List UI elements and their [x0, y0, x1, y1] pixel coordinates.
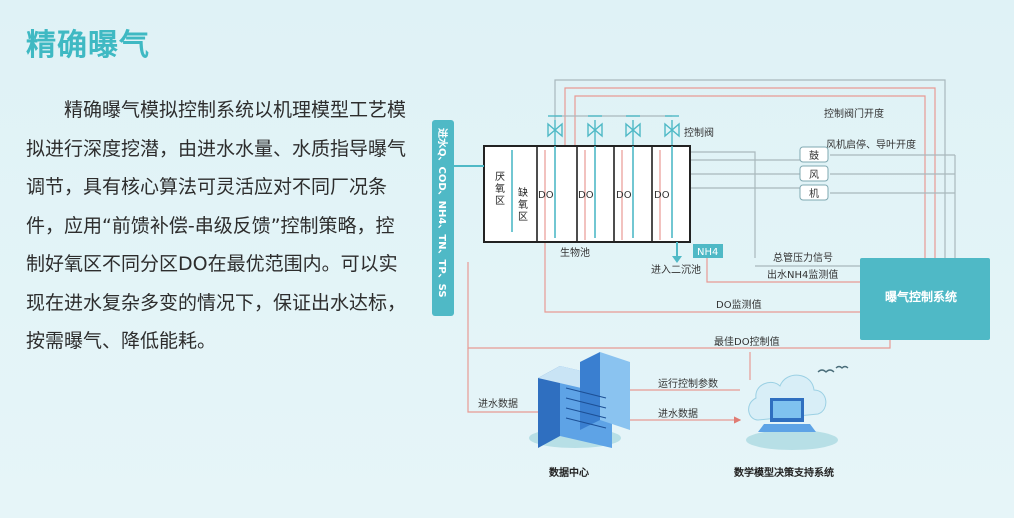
control-valves — [547, 115, 680, 150]
do-probes — [544, 150, 661, 240]
outlet-arrow-head — [672, 256, 682, 263]
do-label-2: DO — [578, 190, 594, 201]
blower-box-3 — [799, 184, 829, 201]
page-title: 精确曝气 — [26, 28, 150, 63]
birds-icon — [817, 365, 849, 373]
bio-tank-label: 生物池 — [560, 246, 590, 259]
blower-label-2: 风 — [809, 169, 819, 181]
control-valve-label: 控制阀 — [684, 126, 714, 139]
cloud-model-icon — [746, 374, 838, 450]
fan-start-stop-label: 风机启停、导叶开度 — [826, 138, 916, 151]
outlet-nh4-label: 出水NH4监测值 — [767, 268, 838, 281]
anaerobic-zone-label: 厌氧区 — [495, 172, 505, 207]
model-system-label: 数学模型决策支持系统 — [734, 466, 834, 479]
valve-opening-label: 控制阀门开度 — [824, 107, 884, 120]
inlet-bar — [432, 120, 454, 316]
inlet-data-left-label: 进水数据 — [478, 397, 518, 410]
do-label-4: DO — [654, 190, 670, 201]
main-pressure-label: 总管压力信号 — [773, 251, 833, 264]
blower-box-1 — [799, 146, 829, 163]
inlet-bar-label: 进水Q、COD、NH4、TN、TP、SS — [436, 128, 449, 298]
aeration-control-system-label: 曝气控制系统 — [885, 289, 957, 304]
data-center-icon — [529, 352, 630, 448]
run-params-label: 运行控制参数 — [658, 377, 718, 390]
control-lines — [554, 79, 956, 267]
tank-partitions — [536, 146, 653, 242]
blower-label-3: 机 — [809, 187, 819, 200]
nh4-badge — [693, 244, 723, 258]
inlet-data-label: 进水数据 — [658, 407, 698, 420]
blower-label-1: 鼓 — [809, 149, 819, 162]
do-label-1: DO — [538, 190, 554, 201]
nh4-badge-label: NH4 — [697, 247, 718, 258]
anoxic-zone-label: 缺氧区 — [518, 186, 528, 223]
description-text: 精确曝气模拟控制系统以机理模型工艺模拟进行深度挖潜，由进水水量、水质指导曝气调节… — [26, 99, 407, 352]
to-clarifier-label: 进入二沉池 — [651, 263, 701, 276]
data-center-label: 数据中心 — [549, 466, 589, 479]
best-do-label: 最佳DO控制值 — [714, 335, 780, 348]
aerator-pipes — [511, 146, 673, 238]
aeration-control-system-box — [860, 258, 990, 340]
do-label-3: DO — [616, 190, 632, 201]
bio-tank — [483, 145, 691, 243]
do-monitor-label: DO监测值 — [716, 298, 762, 311]
blower-box-2 — [799, 165, 829, 182]
